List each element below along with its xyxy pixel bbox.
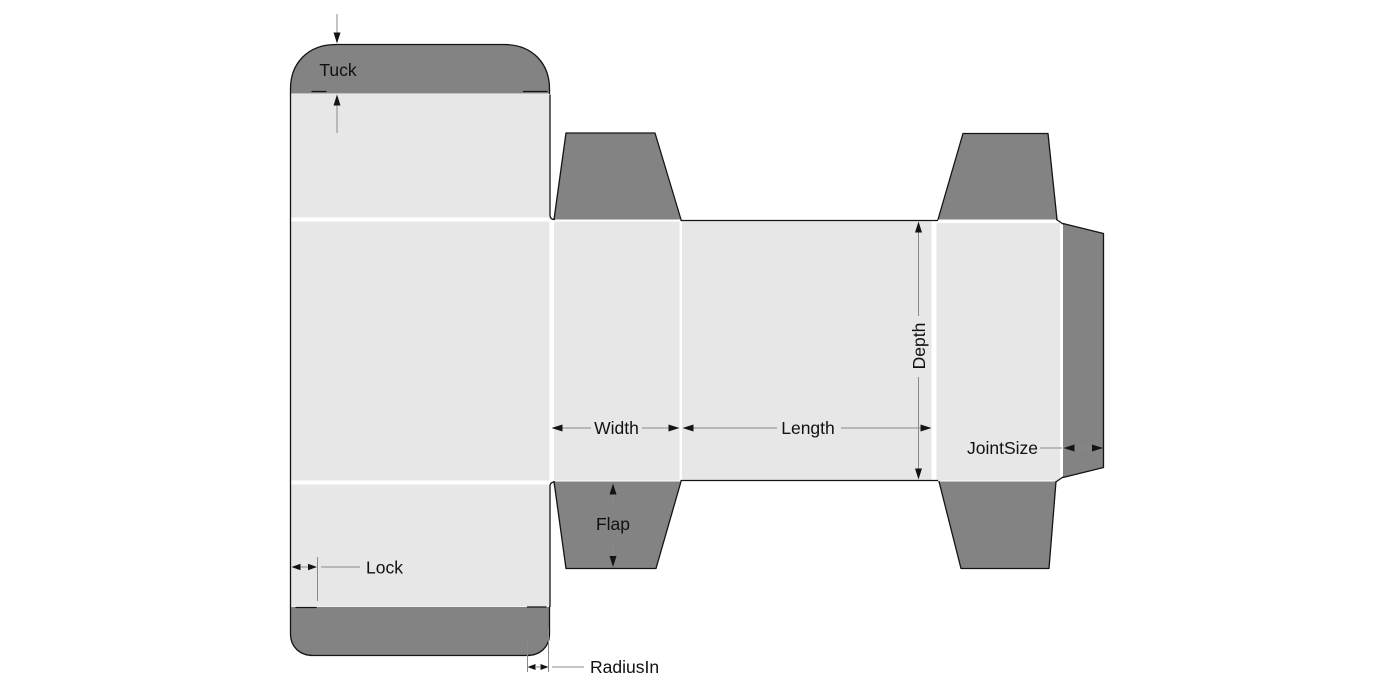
lock-dim-arrows (291, 563, 317, 571)
radiusin-dim-arrows (527, 664, 549, 670)
depth-label: Depth (909, 323, 929, 370)
radiusin-dim-lines (527, 628, 584, 672)
width-label: Width (594, 418, 639, 438)
dimension-flap: Flap (596, 483, 630, 567)
bottom-dust-flap-left (554, 481, 681, 569)
length-panel (682, 220, 932, 481)
top-dust-flap-left (554, 133, 681, 220)
top-dust-flap-right (938, 133, 1057, 220)
dimension-depth: Depth (909, 221, 929, 480)
bottom-tuck-flap (290, 607, 550, 656)
dimension-radiusin: RadiusIn (527, 628, 659, 677)
dimension-jointsize: JointSize (967, 438, 1103, 458)
glue-tab (1063, 223, 1104, 478)
jointsize-dim-arrows (1063, 444, 1103, 452)
left-main-panel (290, 221, 550, 481)
left-top-panel (290, 94, 550, 218)
dimension-length: Length (682, 418, 932, 438)
dimension-lock: Lock (291, 557, 403, 601)
panels (290, 94, 1060, 607)
jointsize-label: JointSize (967, 438, 1038, 458)
glue-tab-outline (1062, 222, 1105, 479)
length-label: Length (781, 418, 835, 438)
bottom-dust-flap-right-outline (938, 480, 1057, 570)
dimension-tuck: Tuck (319, 14, 357, 133)
lock-label: Lock (366, 558, 403, 578)
flap-label: Flap (596, 514, 630, 534)
top-tuck-outline (289, 43, 551, 95)
flap-shapes (290, 44, 1104, 656)
width-panel (554, 221, 680, 481)
top-tuck-flap (290, 44, 550, 94)
radiusin-label: RadiusIn (590, 657, 659, 677)
bottom-dust-flap-right (939, 481, 1056, 569)
bottom-dust-flap-left-outline (553, 480, 682, 570)
left-bottom-panel (290, 484, 550, 607)
lock-dim-lines (300, 557, 360, 601)
body-cut-edges (289, 90, 1064, 609)
tuck-label: Tuck (319, 60, 357, 80)
joint-panel (936, 223, 1060, 481)
top-dust-flap-right-outline (937, 132, 1058, 221)
top-dust-flap-left-outline (553, 132, 682, 221)
dimension-width: Width (551, 418, 680, 438)
